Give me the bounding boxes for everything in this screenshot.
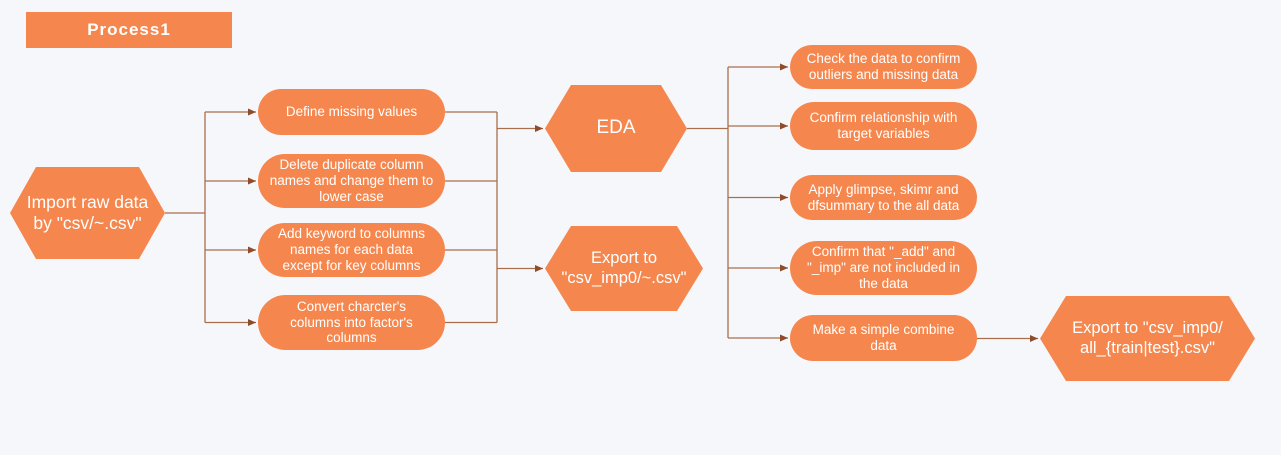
node-import-raw-data: Import raw data by "csv/~.csv" <box>10 167 165 259</box>
node-export-all-train-test: Export to "csv_imp0/ all_{train|test}.cs… <box>1040 296 1255 381</box>
edge-group-eda-to-checks <box>687 63 788 342</box>
node-eda: EDA <box>545 85 687 172</box>
node-define-missing-values: Define missing values <box>258 89 445 135</box>
edge-group-import-to-steps <box>165 108 256 326</box>
node-check-outliers: Check the data to confirm outliers and m… <box>790 45 977 89</box>
node-confirm-add-imp-excluded: Confirm that "_add" and "_imp" are not i… <box>790 241 977 295</box>
node-convert-character-columns: Convert charcter's columns into factor's… <box>258 295 445 350</box>
node-make-simple-combine: Make a simple combine data <box>790 315 977 361</box>
node-export-csv-imp0: Export to "csv_imp0/~.csv" <box>545 226 703 311</box>
edge-group-steps-to-eda-export <box>445 111 543 324</box>
node-confirm-relationship: Confirm relationship with target variabl… <box>790 102 977 150</box>
node-add-keyword-columns: Add keyword to columns names for each da… <box>258 223 445 277</box>
node-delete-duplicate-columns: Delete duplicate column names and change… <box>258 154 445 208</box>
process-title: Process1 <box>26 12 232 48</box>
node-apply-glimpse-skimr: Apply glimpse, skimr and dfsummary to th… <box>790 175 977 220</box>
